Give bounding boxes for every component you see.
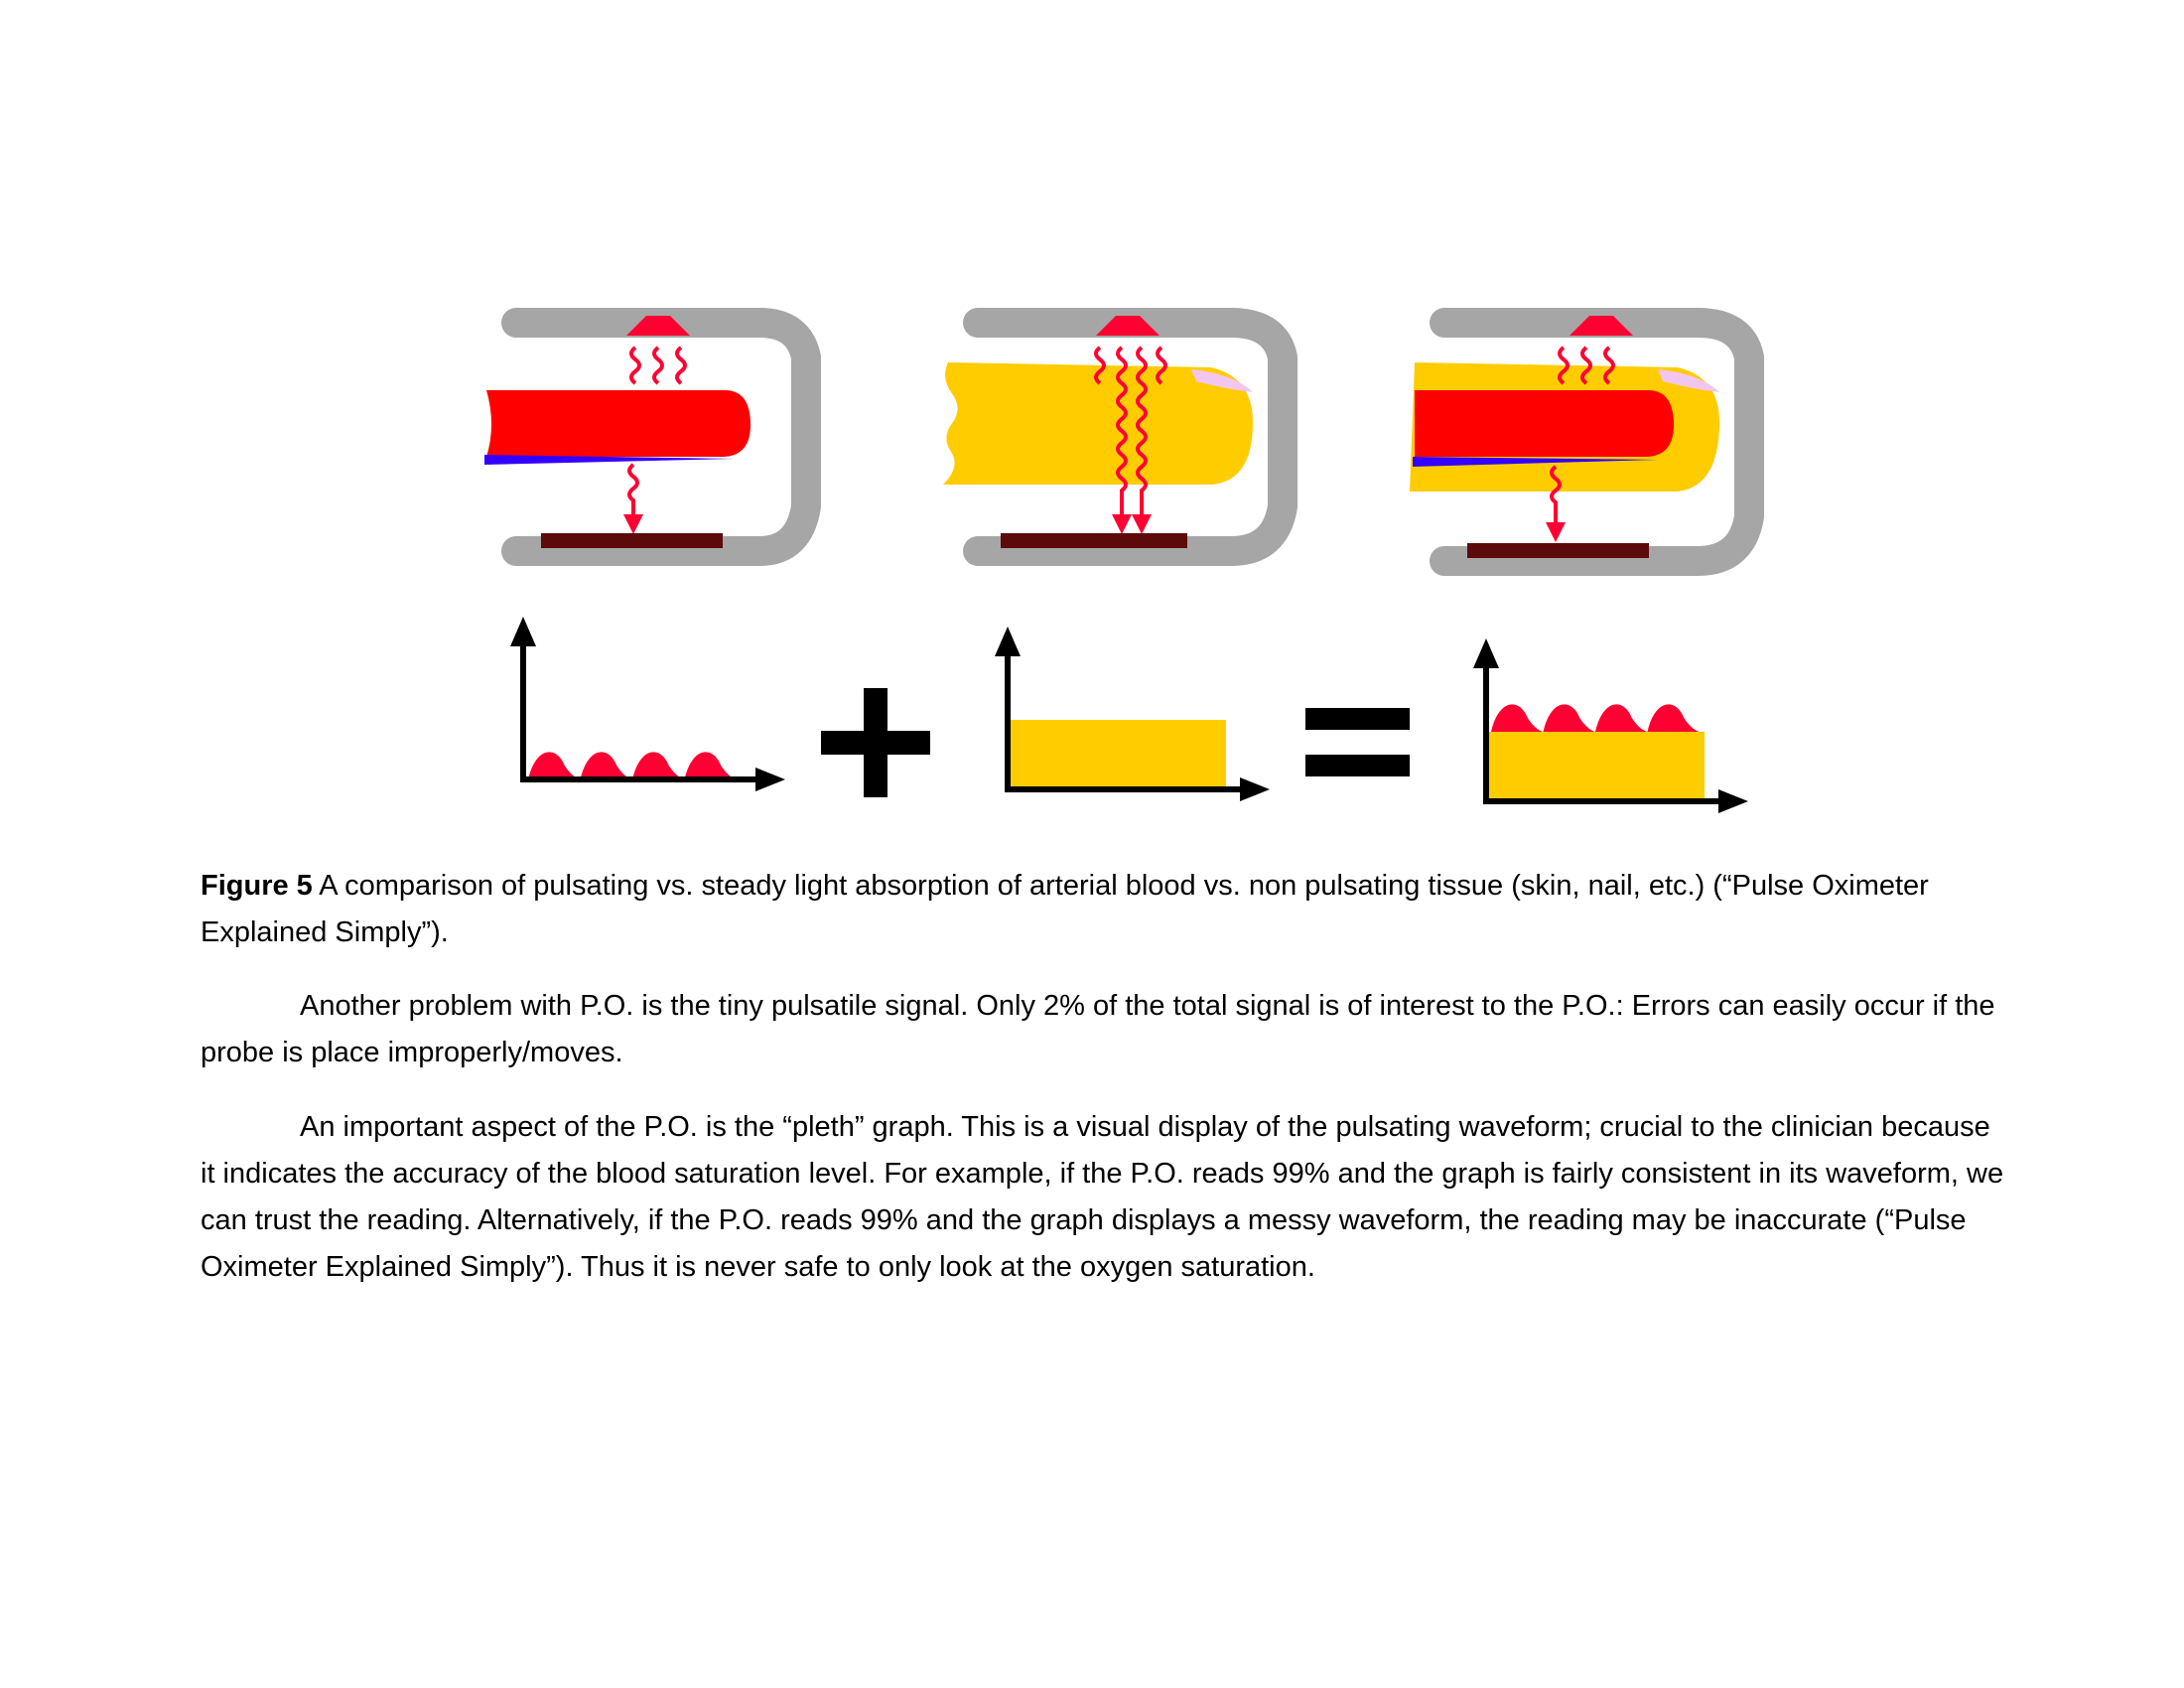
photodetector: [1467, 543, 1649, 558]
y-axis-arrow: [1473, 638, 1499, 668]
nail: [1191, 369, 1253, 392]
photodetector: [541, 533, 723, 548]
pulse-wave: [1647, 704, 1700, 732]
finger-probe-arterial-icon: [484, 308, 821, 566]
finger-probe-combined-icon: [1410, 308, 1764, 576]
paragraph: An important aspect of the P.O. is the “…: [201, 1104, 2007, 1291]
pulse-wave: [580, 752, 632, 779]
light-waves: [1546, 346, 1615, 542]
paragraph-text: Another problem with P.O. is the tiny pu…: [201, 990, 1995, 1068]
axis: [520, 640, 761, 782]
artery: [486, 390, 751, 457]
x-axis-arrow: [755, 768, 785, 791]
pulse-wave: [1595, 704, 1648, 732]
pulse-oximetry-figure: [484, 308, 1764, 813]
light-waves: [1094, 346, 1167, 534]
nail: [1658, 369, 1719, 392]
paragraph: Another problem with P.O. is the tiny pu…: [201, 983, 2007, 1076]
pulse-wave: [1491, 704, 1544, 732]
sum-graph: [1473, 638, 1748, 813]
plus-icon: [821, 688, 930, 797]
tissue-baseline: [1486, 732, 1705, 801]
y-axis-arrow: [995, 627, 1021, 656]
probe-clip: [963, 308, 1297, 566]
artery: [1415, 390, 1674, 457]
x-axis-arrow: [1240, 777, 1270, 801]
equals-icon: [1305, 708, 1410, 776]
pulsatile-graph: [510, 617, 785, 791]
led-emitter: [626, 316, 690, 336]
probe-clip: [1430, 308, 1764, 576]
pulse-wave: [684, 752, 737, 779]
finger-tissue: [943, 362, 1253, 485]
axis: [1483, 662, 1724, 804]
pulse-wave: [528, 752, 581, 779]
led-emitter: [1096, 316, 1160, 336]
probe-clip: [501, 308, 821, 566]
y-axis-arrow: [510, 617, 536, 646]
led-emitter: [1570, 316, 1633, 336]
paragraph-text: An important aspect of the P.O. is the “…: [201, 1111, 2004, 1283]
tissue-baseline: [1008, 720, 1226, 789]
light-waves: [623, 346, 687, 534]
photodetector: [1001, 533, 1187, 548]
figure-label: Figure 5: [201, 870, 313, 902]
vein: [1413, 457, 1658, 467]
steady-graph: [995, 627, 1270, 801]
pulse-wave: [1543, 704, 1595, 732]
caption-text: A comparison of pulsating vs. steady lig…: [201, 870, 1929, 948]
figure-caption: Figure 5 A comparison of pulsating vs. s…: [201, 863, 2007, 956]
vein: [484, 455, 735, 465]
x-axis-arrow: [1718, 789, 1748, 813]
pulse-wave: [632, 752, 685, 779]
finger-probe-tissue-icon: [943, 308, 1297, 566]
axis: [1005, 650, 1246, 792]
